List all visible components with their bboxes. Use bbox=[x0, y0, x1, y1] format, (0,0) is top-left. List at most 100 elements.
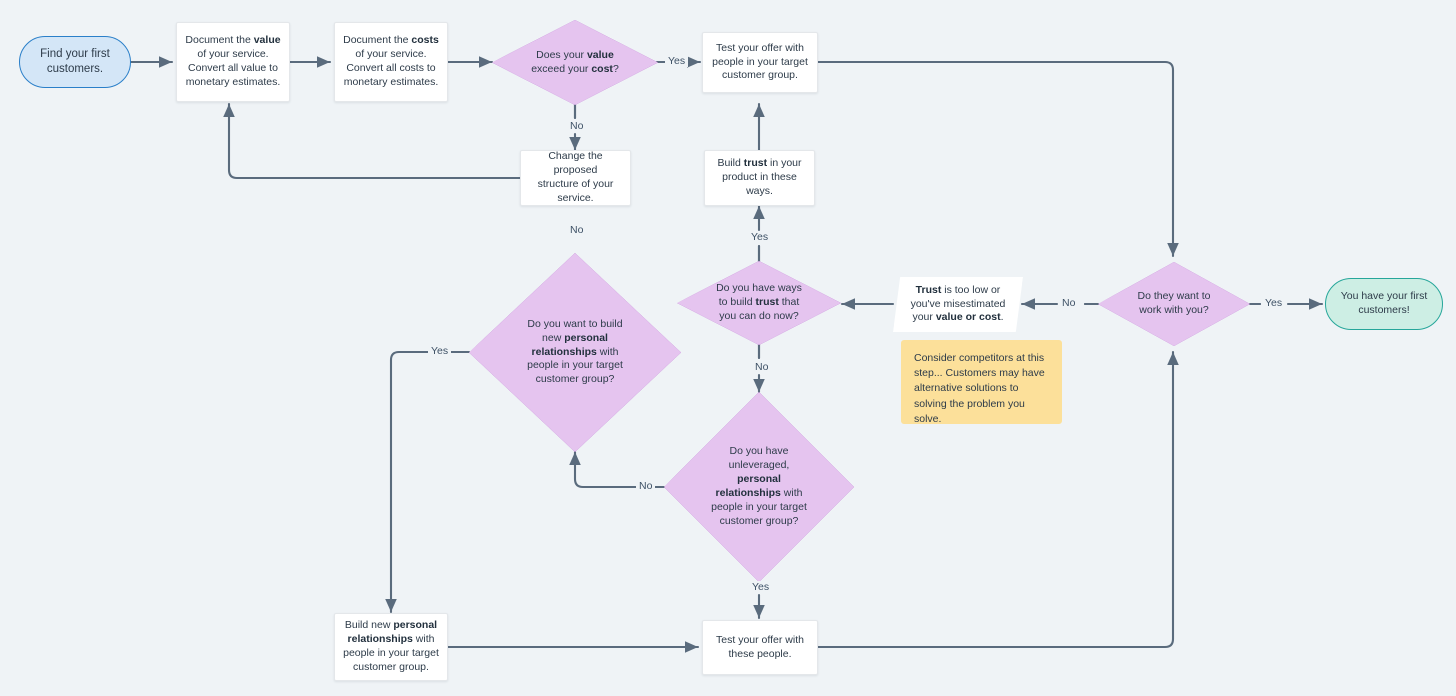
document-value-line-2: of your service. bbox=[197, 48, 269, 61]
edge-label-value-yes: Yes bbox=[665, 55, 689, 67]
node-build-new-relationships[interactable]: Build new personal relationships with pe… bbox=[334, 613, 448, 681]
trust-low-line-2: you've misestimated bbox=[910, 297, 1006, 310]
document-costs-line-3: Convert all costs to bbox=[346, 62, 436, 74]
edge-label-unleveraged-yes: Yes bbox=[749, 581, 773, 593]
node-end-success-text: You have your first customers! bbox=[1333, 290, 1436, 318]
node-test-offer-these-people[interactable]: Test your offer with these people. bbox=[702, 620, 818, 675]
edge-label-trust-no: No bbox=[752, 361, 772, 373]
ways-trust-line-2-bold: trust bbox=[755, 296, 779, 309]
want-work-line-1: Do they want to bbox=[1137, 290, 1211, 303]
trust-low-line-1-bold: Trust bbox=[915, 283, 942, 296]
test-offer-target-line-1: Test your offer with bbox=[716, 41, 804, 54]
change-structure-line-3: service. bbox=[557, 191, 594, 204]
value-cost-line-2-pre: exceed your bbox=[531, 62, 592, 75]
node-change-structure-text: Change the proposed structure of your se… bbox=[521, 150, 630, 205]
value-cost-line-2-post: ? bbox=[612, 62, 619, 75]
test-offer-target-line-3: customer group. bbox=[722, 69, 798, 82]
build-new-rel-line-4: customer group. bbox=[353, 660, 429, 673]
build-new-rel-line-1-pre: Build new bbox=[344, 619, 394, 632]
node-trust-too-low[interactable]: Trust is too low or you've misestimated … bbox=[893, 277, 1023, 332]
ways-trust-line-2-post: that bbox=[778, 296, 800, 309]
end-success-line-2: customers! bbox=[1358, 304, 1410, 316]
node-start[interactable]: Find your first customers. bbox=[19, 36, 131, 88]
build-trust-line-2: product in these bbox=[722, 171, 797, 184]
want-work-line-2: work with you? bbox=[1139, 304, 1209, 316]
unleveraged-line-3-bold: personal bbox=[737, 473, 781, 486]
node-test-offer-target-group-text: Test your offer with people in your targ… bbox=[704, 42, 816, 84]
node-build-trust[interactable]: Build trust in your product in these way… bbox=[704, 150, 815, 206]
edge-label-trust-yes: Yes bbox=[748, 231, 772, 243]
edge-label-relationships-yes: Yes bbox=[428, 345, 452, 357]
node-document-value-text: Document the value of your service. Conv… bbox=[177, 34, 288, 89]
edge-label-value-no: No bbox=[567, 120, 587, 132]
change-structure-line-1: Change the proposed bbox=[548, 150, 603, 177]
want-build-rel-line-4: people in your target bbox=[527, 359, 623, 372]
node-build-trust-text: Build trust in your product in these way… bbox=[709, 157, 809, 199]
want-build-rel-line-1: Do you want to build bbox=[527, 317, 623, 330]
build-trust-line-3: ways. bbox=[746, 184, 773, 197]
unleveraged-line-4-post: with bbox=[780, 487, 803, 499]
node-want-build-relationships[interactable]: Do you want to build new personal relati… bbox=[469, 253, 681, 452]
edge-label-change-no: No bbox=[567, 224, 587, 236]
document-value-line-1-bold: value bbox=[253, 34, 281, 47]
node-value-exceed-cost-text: Does your value exceed your cost? bbox=[523, 49, 627, 77]
document-costs-line-1-bold: costs bbox=[411, 34, 439, 47]
document-costs-line-4: monetary estimates. bbox=[343, 75, 439, 88]
value-cost-line-1-pre: Does your bbox=[536, 48, 587, 61]
trust-low-line-3-pre: your bbox=[912, 311, 936, 324]
competitors-note-text: Consider competitors at this step... Cus… bbox=[914, 352, 1045, 425]
unleveraged-line-1: Do you have bbox=[729, 445, 789, 458]
edge-label-work-no: No bbox=[1059, 297, 1079, 309]
ways-trust-line-1: Do you have ways bbox=[716, 282, 802, 295]
build-trust-line-1-bold: trust bbox=[743, 157, 768, 170]
build-new-rel-line-3: people in your target bbox=[343, 647, 439, 659]
node-test-offer-target-group[interactable]: Test your offer with people in your targ… bbox=[702, 32, 818, 93]
node-value-exceed-cost[interactable]: Does your value exceed your cost? bbox=[492, 20, 658, 105]
value-cost-line-1-bold: value bbox=[586, 48, 614, 61]
node-test-offer-these-people-text: Test your offer with these people. bbox=[708, 634, 812, 662]
node-document-costs-text: Document the costs of your service. Conv… bbox=[335, 34, 447, 89]
want-build-rel-line-2-bold: personal bbox=[564, 331, 608, 344]
edge-test-offer-to-work-decision bbox=[816, 60, 1179, 258]
node-want-work-with-you[interactable]: Do they want to work with you? bbox=[1098, 262, 1250, 346]
node-document-value[interactable]: Document the value of your service. Conv… bbox=[176, 22, 290, 102]
node-have-unleveraged-relationships[interactable]: Do you have unleveraged, personal relati… bbox=[664, 392, 854, 582]
node-ways-build-trust[interactable]: Do you have ways to build trust that you… bbox=[677, 261, 841, 345]
unleveraged-line-5: people in your target bbox=[711, 500, 807, 513]
start-line-2: customers. bbox=[46, 63, 104, 75]
start-line-1: Find your first bbox=[40, 47, 110, 60]
node-want-work-with-you-text: Do they want to work with you? bbox=[1130, 290, 1219, 318]
want-build-rel-line-2-pre: new bbox=[542, 331, 565, 344]
unleveraged-line-6: customer group? bbox=[719, 514, 799, 527]
value-cost-line-2-bold: cost bbox=[591, 62, 613, 75]
unleveraged-line-2: unleveraged, bbox=[728, 459, 790, 472]
document-value-line-3: Convert all value to bbox=[188, 62, 278, 74]
build-trust-line-1-pre: Build bbox=[717, 157, 744, 170]
build-trust-line-1-post: in your bbox=[767, 157, 802, 170]
want-build-rel-line-3-post: with bbox=[596, 345, 619, 358]
node-start-text: Find your first customers. bbox=[32, 47, 118, 77]
unleveraged-line-4-bold: relationships bbox=[715, 487, 781, 499]
edge-label-work-yes: Yes bbox=[1262, 297, 1286, 309]
document-costs-line-1-pre: Document the bbox=[343, 34, 412, 47]
node-document-costs[interactable]: Document the costs of your service. Conv… bbox=[334, 22, 448, 102]
edge-label-unleveraged-no: No bbox=[636, 480, 656, 492]
edge-relationships-yes-to-build-new bbox=[385, 350, 471, 614]
ways-trust-line-2-pre: to build bbox=[718, 296, 756, 309]
node-change-structure[interactable]: Change the proposed structure of your se… bbox=[520, 150, 631, 206]
trust-too-low-shape bbox=[893, 277, 1023, 332]
node-trust-too-low-text: Trust is too low or you've misestimated … bbox=[903, 284, 1014, 326]
ways-trust-line-3: you can do now? bbox=[719, 309, 799, 322]
node-competitors-note[interactable]: Consider competitors at this step... Cus… bbox=[901, 340, 1062, 425]
want-build-rel-line-5: customer group? bbox=[535, 373, 615, 386]
node-end-success[interactable]: You have your first customers! bbox=[1325, 278, 1443, 330]
document-costs-line-2: of your service. bbox=[355, 48, 427, 61]
change-structure-line-2: structure of your bbox=[537, 178, 614, 190]
edge-change-structure-to-document-value bbox=[223, 102, 522, 180]
document-value-line-4: monetary estimates. bbox=[185, 75, 281, 88]
trust-low-line-3-post: . bbox=[1000, 311, 1004, 324]
end-success-line-1: You have your first bbox=[1340, 290, 1428, 303]
build-new-rel-line-2-bold: relationships bbox=[347, 633, 413, 646]
